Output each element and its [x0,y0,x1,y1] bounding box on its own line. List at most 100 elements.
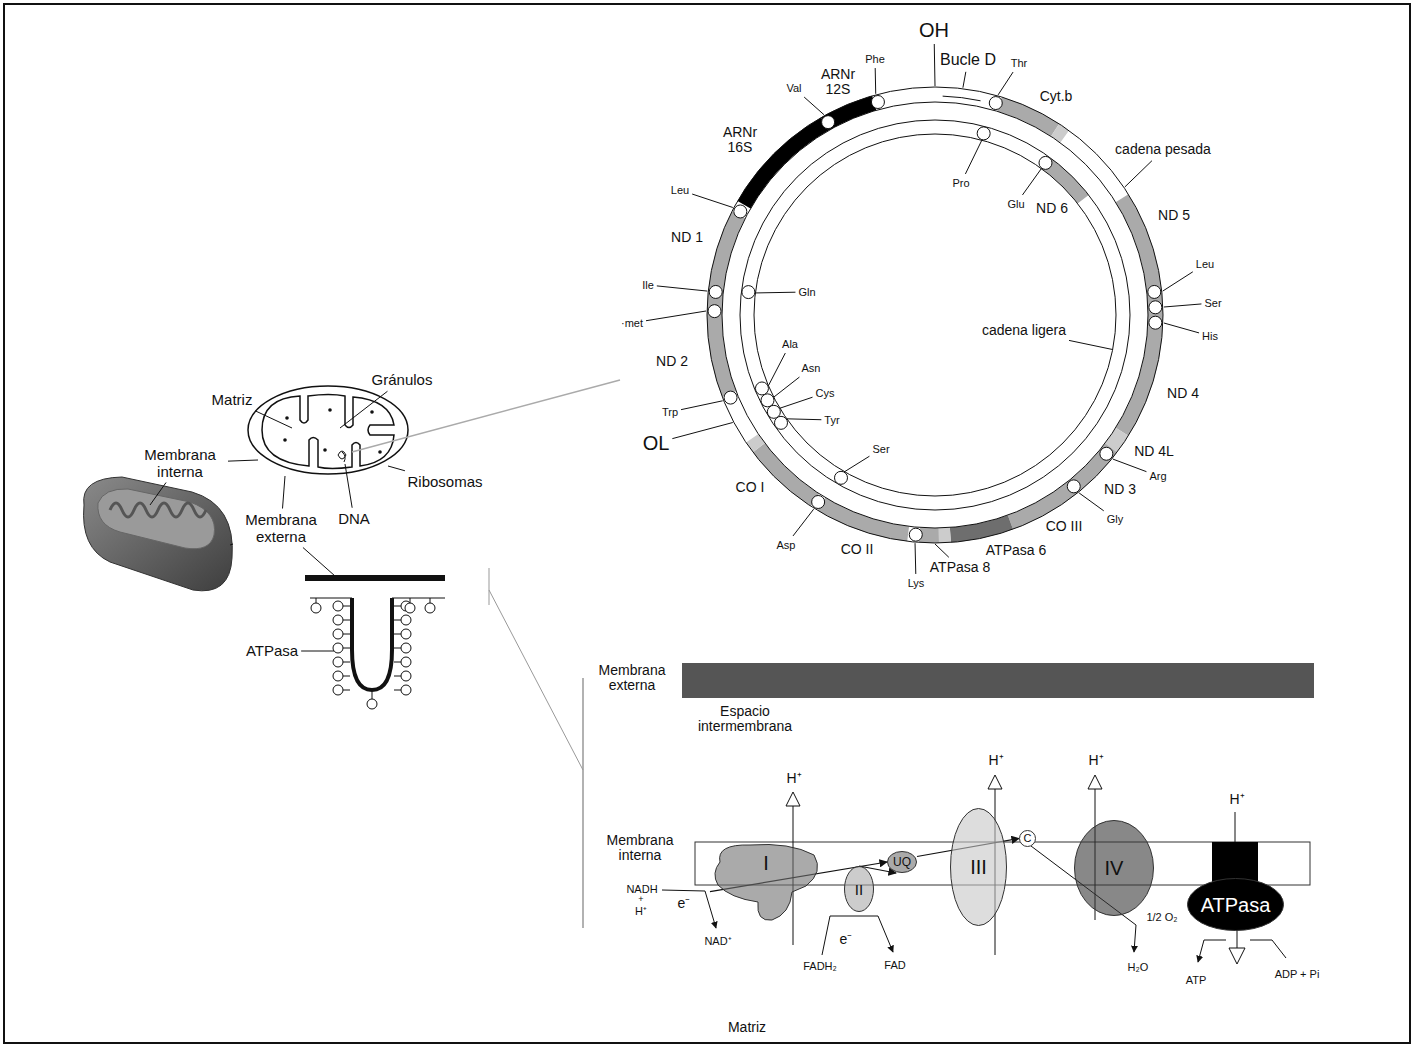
leader-line [1125,161,1152,187]
mitochondrion-3d [84,477,233,591]
gene-segment [1046,163,1084,199]
trna-label: Gly [1107,513,1124,525]
stroke [372,692,373,699]
trna-label: Tyr [824,414,839,426]
atpase-head [311,603,321,613]
stroke [394,648,401,649]
leader-line [1022,169,1041,195]
leader-line [303,548,335,577]
trna-circle [1039,156,1052,169]
product-label: ATP [1186,974,1207,986]
substrate-label: H⁺ [635,905,647,917]
ring-outline [740,120,1130,510]
gene-label: Cyt.b [1040,89,1073,104]
origin-label: OH [919,19,949,41]
node-label: III [970,857,987,877]
gene-segment [752,438,759,447]
trna-label: Lys [908,577,925,589]
stroke [343,662,350,663]
stroke [410,598,411,603]
node-outline [951,809,1007,926]
trna-label: Leu [671,184,689,196]
node-label: IV [1105,858,1124,878]
leader-line [804,97,824,115]
atpase-head [333,629,343,639]
stroke [394,662,401,663]
trna-circle [761,394,774,407]
leader-line [1164,323,1199,333]
leader-line [1079,493,1104,511]
gene-segment [759,448,815,500]
trna-circle [774,416,787,429]
gene-segment [999,104,1055,130]
atpase-head [333,601,343,611]
substrate-label: 1/2 O₂ [1146,911,1177,923]
trna-label: ·met [621,317,643,329]
gene-label: ATPasa 8 [930,560,990,575]
leader-line [388,466,405,471]
gene-segment [1111,432,1122,448]
leader-line [768,353,785,386]
leader-line [283,476,286,509]
region-label: Matriz [728,1020,766,1035]
stroke [430,598,431,603]
trna-circle [1148,285,1161,298]
gene-label: ARNr 12S [816,67,861,98]
product-label: NAD⁺ [704,935,731,947]
trna-label: Glu [1007,198,1024,210]
stroke [394,690,401,691]
leader-line [228,460,258,461]
mtdna-map [707,87,1163,543]
strand-label: cadena ligera [982,323,1066,338]
trna-label: Cys [816,387,835,399]
complex-i: I [710,842,822,922]
trna-circle [835,471,848,484]
leader-line [672,423,732,439]
gene-label: CO II [841,542,874,557]
trna-circle [822,116,835,129]
leader-line [755,292,795,294]
heavy-strand [715,95,1156,536]
ring-outline [707,87,1163,543]
trna-circle [724,391,737,404]
trna-label: Pro [952,177,969,189]
complex-iv: IV [1074,820,1154,916]
atpase-head [405,603,415,613]
node-outline [845,867,874,912]
part-name: Gránulos [372,372,433,389]
leader-line [692,194,733,207]
leader-line [340,391,387,428]
gene-label: ATPasa 6 [986,543,1046,558]
leader-line [845,456,870,472]
leader-line [1163,272,1193,291]
node-outline [715,844,818,920]
trna-label: Val [786,82,801,94]
trna-label: Arg [1149,470,1166,482]
region-label: Espacio intermembrana [680,704,810,735]
trna-circle [1149,316,1162,329]
stroke [343,690,350,691]
stroke [343,648,350,649]
strand-label: cadena pesada [1115,142,1211,157]
stroke [394,634,401,635]
atpase-head [401,657,411,667]
leader-line [780,397,813,408]
leader-line [963,72,966,88]
complex-iii: III [950,808,1007,926]
node-label: UQ [893,856,911,868]
electron-label: e⁻ [840,932,853,947]
leader-line [646,311,706,321]
gene-label: CO III [1046,519,1083,534]
trna-label: Thr [1011,57,1028,69]
trna-circle [708,305,721,318]
gene-segment [821,504,908,534]
node-label: ATPasa [1201,895,1271,915]
gene-label: CO I [736,480,765,495]
electron-label: e⁻ [678,896,691,911]
leader-line [255,411,292,428]
origin-label: OL [643,432,670,454]
atpase-head [401,671,411,681]
substrate-label: FADH₂ [803,960,837,972]
leader-line [301,651,334,652]
